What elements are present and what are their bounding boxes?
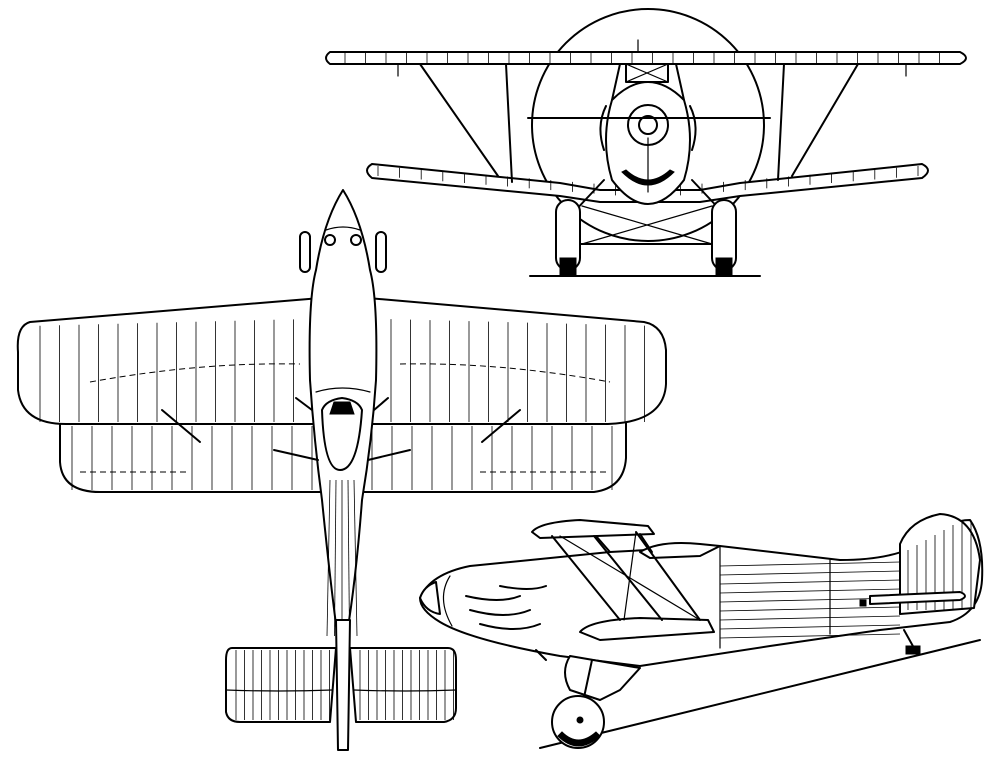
tailplane-right <box>349 647 457 723</box>
exhaust-left-plan <box>299 231 311 273</box>
tailplane-side <box>869 591 966 605</box>
upper-wing-dashed-spar <box>89 363 611 383</box>
upper-wing-side <box>531 519 655 539</box>
fs-str-line <box>719 606 901 612</box>
fuselage-side <box>419 519 984 667</box>
cockpit-coaming <box>315 387 371 393</box>
gun-barrel-side <box>535 649 547 661</box>
n-strut-aft <box>635 531 701 621</box>
lower-wing-side <box>579 617 715 641</box>
fus-str-line <box>353 479 358 637</box>
cabane-side-b <box>639 533 653 553</box>
n-strut-diag2 <box>623 531 637 621</box>
fus-str-line <box>347 479 350 637</box>
spinner-side <box>419 581 441 615</box>
fus-str-line <box>334 479 337 637</box>
gun-port-right <box>350 234 362 246</box>
front-view <box>325 8 967 277</box>
side-view <box>419 513 984 749</box>
nose-cone-line <box>325 226 361 231</box>
nose-cowl-side <box>442 575 453 627</box>
wheel-hub-side <box>576 716 584 724</box>
cabane-side-a <box>595 535 611 553</box>
exhaust-right-plan <box>375 231 387 273</box>
elevator-hinge-right <box>353 689 457 692</box>
lower-wing-ribs <box>377 166 919 198</box>
wing-root-left <box>295 397 313 411</box>
plan-strut-left <box>161 409 201 443</box>
strut-right-outer <box>791 63 859 177</box>
fuselage-plan-stringers <box>326 479 358 637</box>
plan-strut-right <box>481 409 521 443</box>
plan-view <box>16 189 667 751</box>
main-wheel-tyre <box>557 731 601 747</box>
n-strut-fwd <box>551 535 621 621</box>
strut-left-inner <box>505 63 513 183</box>
tyre-right-front <box>715 257 733 277</box>
tailwheel <box>905 645 921 655</box>
exhaust-stubs-side <box>465 585 547 630</box>
gun-port-left <box>324 234 336 246</box>
cockpit-opening <box>321 397 363 471</box>
fs-str-line <box>719 570 901 576</box>
tailplane-ribs <box>235 650 454 720</box>
tyre-left-front <box>559 257 577 277</box>
strut-left-outer <box>419 63 499 177</box>
cabane-right <box>675 63 685 101</box>
wing-root-right <box>373 397 389 411</box>
cabane-plan-right <box>367 449 411 461</box>
exhaust-left-front <box>599 105 607 151</box>
fus-str-line <box>326 479 331 637</box>
propeller-disc <box>531 8 765 242</box>
fs-str-line <box>719 588 901 594</box>
fs-str-line <box>719 579 901 585</box>
cabane-left <box>611 63 621 101</box>
strut-right-inner <box>777 63 785 181</box>
rudder-plan <box>335 619 351 751</box>
fin-side <box>899 513 981 615</box>
fs-str-line <box>719 561 901 567</box>
upper-wing-front <box>325 51 967 65</box>
windscreen-x2 <box>625 63 669 83</box>
fs-str-line <box>719 624 901 630</box>
gear-fairing-side <box>564 655 641 701</box>
elevator-hinge-left <box>225 689 333 692</box>
fs-str-line <box>719 633 901 639</box>
cockpit-windscreen <box>329 401 355 415</box>
cabane-plan-left <box>273 449 319 461</box>
fs-str-line <box>719 615 901 621</box>
spinner-inner <box>638 115 658 135</box>
chin-intake <box>621 169 675 186</box>
tailplane-left <box>225 647 337 723</box>
gear-brace-b <box>581 205 713 245</box>
ground-line-side <box>539 639 981 749</box>
n-strut-mid <box>593 535 663 621</box>
exhaust-right-front <box>689 105 697 151</box>
upper-wing-ribs <box>344 53 940 63</box>
tailskid-strut <box>903 629 915 649</box>
side-marker <box>859 599 867 607</box>
